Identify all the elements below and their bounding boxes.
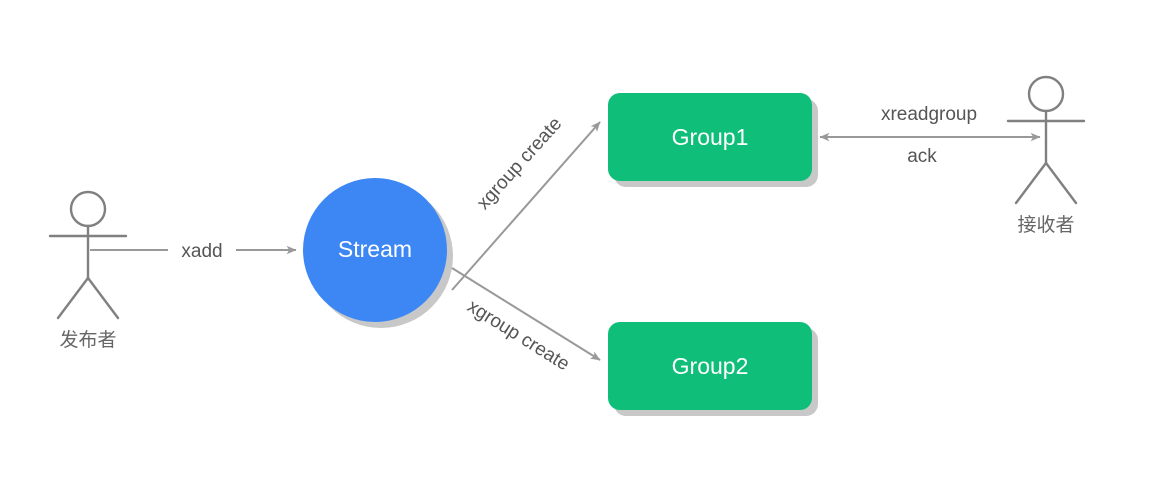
edge-publisher-to-stream[interactable]: xadd xyxy=(90,241,297,262)
publisher-label: 发布者 xyxy=(59,329,116,351)
edge-stream-to-group1[interactable]: xgroup create xyxy=(451,113,601,291)
publisher-leg-right-icon xyxy=(86,276,120,320)
stream-label: Stream xyxy=(338,236,412,262)
group1-label: Group1 xyxy=(672,124,749,150)
group2-rect xyxy=(608,322,812,410)
group2-label: Group2 xyxy=(672,353,749,379)
publisher-head-icon xyxy=(69,190,107,228)
actor-publisher[interactable]: 发布者 xyxy=(48,190,128,351)
nodes: Stream Group1 Group2 xyxy=(303,93,812,410)
edge-label-ack: ack xyxy=(907,146,937,167)
node-stream[interactable]: Stream xyxy=(303,178,447,322)
edge-label-xgroup-create-group1: xgroup create xyxy=(473,113,566,213)
receiver-label: 接收者 xyxy=(1017,214,1074,236)
edge-label-xadd: xadd xyxy=(181,241,222,262)
edges: xadd xgroup create xgroup create xreadgr… xyxy=(90,104,1041,375)
edge-label-xreadgroup: xreadgroup xyxy=(881,104,977,125)
stream-circle xyxy=(303,178,447,322)
publisher-leg-left-icon xyxy=(56,276,90,320)
edge-stream-group1-line xyxy=(451,121,601,291)
receiver-head-icon xyxy=(1027,75,1065,113)
node-group1[interactable]: Group1 xyxy=(608,93,812,181)
actors: 发布者 接收者 xyxy=(48,75,1086,351)
edge-stream-group2-line xyxy=(451,267,601,361)
edge-stream-to-group2[interactable]: xgroup create xyxy=(451,267,601,375)
receiver-leg-left-icon xyxy=(1014,161,1048,205)
edge-group1-receiver[interactable]: xreadgroup ack xyxy=(819,104,1041,167)
actor-receiver[interactable]: 接收者 xyxy=(1006,75,1086,236)
group1-rect xyxy=(608,93,812,181)
receiver-leg-right-icon xyxy=(1044,161,1078,205)
node-group2[interactable]: Group2 xyxy=(608,322,812,410)
edge-label-xgroup-create-group2: xgroup create xyxy=(463,296,573,375)
